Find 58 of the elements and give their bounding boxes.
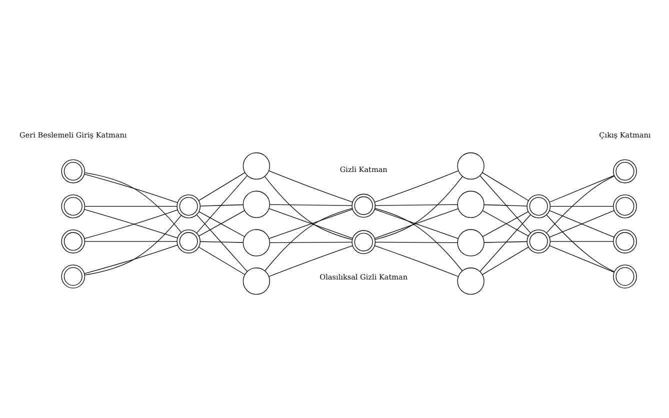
node-doublecircle: [526, 230, 551, 254]
connector: [374, 204, 458, 206]
connector: [84, 172, 182, 233]
connector: [374, 208, 463, 272]
connector: [374, 170, 459, 202]
connector: [550, 206, 614, 207]
connector: [84, 174, 178, 204]
connector: [482, 246, 529, 275]
connector: [268, 170, 353, 202]
node-circle: [242, 229, 270, 256]
connector: [268, 245, 353, 277]
connector: [200, 241, 244, 243]
node-circle: [242, 152, 270, 180]
node-doublecircle: [176, 194, 201, 218]
connector: [198, 172, 246, 201]
node-doublecircle: [61, 230, 86, 254]
node-doublecircle: [61, 159, 86, 184]
node-doublecircle: [613, 159, 637, 184]
connector: [270, 242, 352, 243]
connector: [374, 176, 463, 240]
connector: [196, 214, 248, 272]
node-doublecircle: [613, 194, 637, 218]
connector: [480, 214, 531, 272]
node-circle: [457, 152, 484, 180]
connector: [264, 176, 352, 240]
connector: [484, 204, 528, 206]
node-circle: [457, 229, 484, 256]
connector: [84, 241, 178, 242]
node-doublecircle: [352, 230, 376, 254]
connector: [196, 175, 248, 234]
node-doublecircle: [352, 194, 376, 218]
connector: [549, 175, 614, 202]
node-doublecircle: [61, 194, 86, 218]
node-circle: [242, 268, 270, 295]
node-doublecircle: [613, 264, 637, 288]
connector: [84, 215, 182, 276]
node-doublecircle: [526, 194, 551, 218]
connector: [84, 206, 178, 207]
node-circle: [457, 190, 484, 218]
node-doublecircle: [61, 264, 86, 288]
connector: [270, 204, 352, 206]
connector: [484, 241, 528, 243]
connector: [550, 241, 614, 242]
connector: [374, 245, 459, 277]
connector: [549, 245, 614, 273]
connector: [546, 214, 614, 272]
node-doublecircle: [176, 230, 201, 254]
connector: [374, 242, 458, 243]
connector: [546, 176, 614, 234]
connector: [264, 208, 353, 272]
node-circle: [242, 190, 270, 218]
connector: [482, 172, 529, 201]
connector: [480, 176, 531, 234]
connector: [200, 204, 244, 206]
connector: [198, 246, 246, 275]
node-doublecircle: [613, 230, 637, 254]
connector: [84, 244, 178, 274]
node-circle: [457, 268, 484, 295]
